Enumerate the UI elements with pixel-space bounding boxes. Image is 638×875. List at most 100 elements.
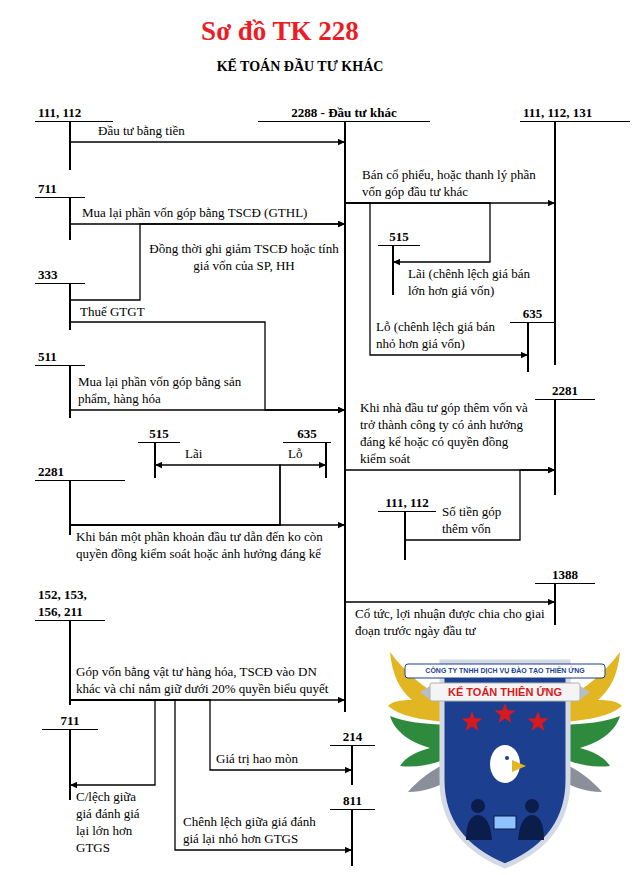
account-header: 111, 112 bbox=[35, 104, 113, 122]
account-stem bbox=[554, 121, 556, 365]
flow-label: Cổ tức, lợi nhuận được chia cho giai đoạ… bbox=[355, 605, 545, 639]
account-header: 811 bbox=[330, 792, 375, 810]
flow-arrow bbox=[345, 601, 555, 602]
account-number: 333 bbox=[35, 266, 85, 283]
eagle-beak bbox=[512, 760, 526, 772]
flow-label: Lỗ (chênh lệch giá bán nhỏ hơn giá vốn) bbox=[376, 318, 506, 352]
account-header: 635 bbox=[283, 425, 331, 443]
flow-label: Giá trị hao mòn bbox=[216, 750, 326, 767]
flow-arrow bbox=[70, 409, 345, 410]
account-number: 711 bbox=[42, 712, 98, 729]
account-number: 152, 153, 156, 211 bbox=[35, 586, 105, 620]
company-name: CÔNG TY TNHH DỊCH VỤ ĐÀO TẠO THIÊN ỨNG bbox=[405, 666, 605, 675]
account-number: 111, 112 bbox=[378, 494, 436, 511]
account-stem bbox=[69, 729, 71, 800]
flow-arrow bbox=[70, 465, 326, 525]
account-header: 515 bbox=[138, 425, 180, 443]
account-stem bbox=[69, 197, 71, 240]
flow-label: Góp vốn bằng vật tư hàng hóa, TSCĐ vào D… bbox=[76, 663, 338, 697]
flow-arrow bbox=[70, 465, 280, 525]
account-number: 515 bbox=[138, 425, 180, 442]
person-body bbox=[518, 815, 544, 840]
account-number: 1388 bbox=[535, 566, 595, 583]
account-header: 635 bbox=[510, 305, 555, 323]
account-stem bbox=[69, 365, 71, 418]
eagle-eye bbox=[505, 756, 509, 760]
person-head bbox=[471, 799, 485, 813]
account-header: 111, 112 bbox=[378, 494, 436, 512]
account-number: 111, 112, 131 bbox=[520, 104, 630, 121]
diagram-subtitle: KẾ TOÁN ĐẦU TƯ KHÁC bbox=[150, 58, 450, 76]
note-text: Đồng thời ghi giảm TSCĐ hoặc tính giá vố… bbox=[148, 240, 340, 274]
account-stem bbox=[351, 745, 353, 785]
star bbox=[528, 711, 549, 731]
flow-label: C/lệch giữa giá đánh giá lại lớn hơn GTG… bbox=[76, 788, 152, 856]
account-stem bbox=[69, 121, 71, 170]
account-number: 2288 - Đầu tư khác bbox=[258, 104, 430, 121]
account-number: 811 bbox=[330, 792, 375, 809]
account-stem bbox=[69, 480, 71, 535]
account-header: 2288 - Đầu tư khác bbox=[258, 104, 430, 122]
flow-label: Mua lại phần vốn góp bằng sản phẩm, hàng… bbox=[78, 373, 243, 407]
account-number: 711 bbox=[35, 180, 85, 197]
account-stem bbox=[69, 620, 71, 705]
flow-label: Số tiền góp thêm vốn bbox=[442, 503, 514, 537]
account-stem bbox=[404, 511, 406, 560]
person-body bbox=[466, 815, 492, 840]
account-number: 635 bbox=[283, 425, 331, 442]
flow-label: Lãi bbox=[185, 445, 225, 462]
account-header: 2281 bbox=[35, 463, 125, 481]
diagram-title: Sơ đồ TK 228 bbox=[100, 14, 460, 48]
flow-label: Thuế GTGT bbox=[80, 303, 170, 320]
flow-label: Lỗ bbox=[288, 445, 318, 462]
person-head bbox=[525, 799, 539, 813]
account-header: 1388 bbox=[535, 566, 595, 584]
account-number: 511 bbox=[35, 348, 85, 365]
flow-label: Khi nhà đầu tư góp thêm vốn và trở thành… bbox=[360, 399, 532, 467]
account-header: 711 bbox=[42, 712, 98, 730]
account-number: 2281 bbox=[35, 463, 125, 480]
flow-arrow bbox=[70, 700, 155, 785]
star bbox=[495, 703, 516, 723]
flow-arrow bbox=[70, 141, 345, 142]
account-stem bbox=[527, 322, 529, 372]
account-stem bbox=[344, 121, 346, 712]
account-header: 711 bbox=[35, 180, 85, 198]
account-header: 511 bbox=[35, 348, 85, 366]
brand-ribbon bbox=[430, 683, 580, 701]
account-header: 515 bbox=[378, 228, 420, 246]
account-header: 111, 112, 131 bbox=[520, 104, 630, 122]
star bbox=[462, 711, 483, 731]
laptop bbox=[494, 816, 516, 829]
account-stem bbox=[554, 399, 556, 495]
flow-label: Khi bán một phần khoản đầu tư dẫn đến ko… bbox=[76, 528, 331, 562]
brand-name: KẾ TOÁN THIÊN ỨNG bbox=[430, 685, 580, 699]
flow-arrow bbox=[70, 322, 345, 410]
account-header: 333 bbox=[35, 266, 85, 284]
flow-arrow bbox=[345, 203, 490, 262]
flow-label: Bán cổ phiếu, hoặc thanh lý phần vốn góp… bbox=[362, 166, 542, 200]
account-stem bbox=[554, 583, 556, 625]
account-stem bbox=[69, 283, 71, 330]
flow-label: Chênh lệch giữa giá đánh giá lại nhỏ hơn… bbox=[183, 813, 325, 847]
account-number: 2281 bbox=[535, 382, 595, 399]
flow-label: Mua lại phần vốn góp bằng TSCĐ (GTHL) bbox=[82, 204, 344, 221]
account-number: 214 bbox=[330, 728, 375, 745]
account-header: 214 bbox=[330, 728, 375, 746]
account-header: 2281 bbox=[535, 382, 595, 400]
account-number: 515 bbox=[378, 228, 420, 245]
flow-arrow bbox=[70, 700, 352, 770]
flow-label: Lãi (chênh lệch giá bán lớn hơn giá vốn) bbox=[408, 265, 548, 299]
flow-label: Đầu tư bằng tiền bbox=[98, 122, 298, 139]
account-header: 152, 153, 156, 211 bbox=[35, 586, 105, 621]
account-number: 635 bbox=[510, 305, 555, 322]
account-number: 111, 112 bbox=[35, 104, 113, 121]
name-ribbon bbox=[405, 664, 605, 678]
account-stem bbox=[154, 442, 156, 478]
account-stem bbox=[392, 245, 394, 295]
account-stem bbox=[325, 442, 327, 478]
account-stem bbox=[351, 809, 353, 866]
